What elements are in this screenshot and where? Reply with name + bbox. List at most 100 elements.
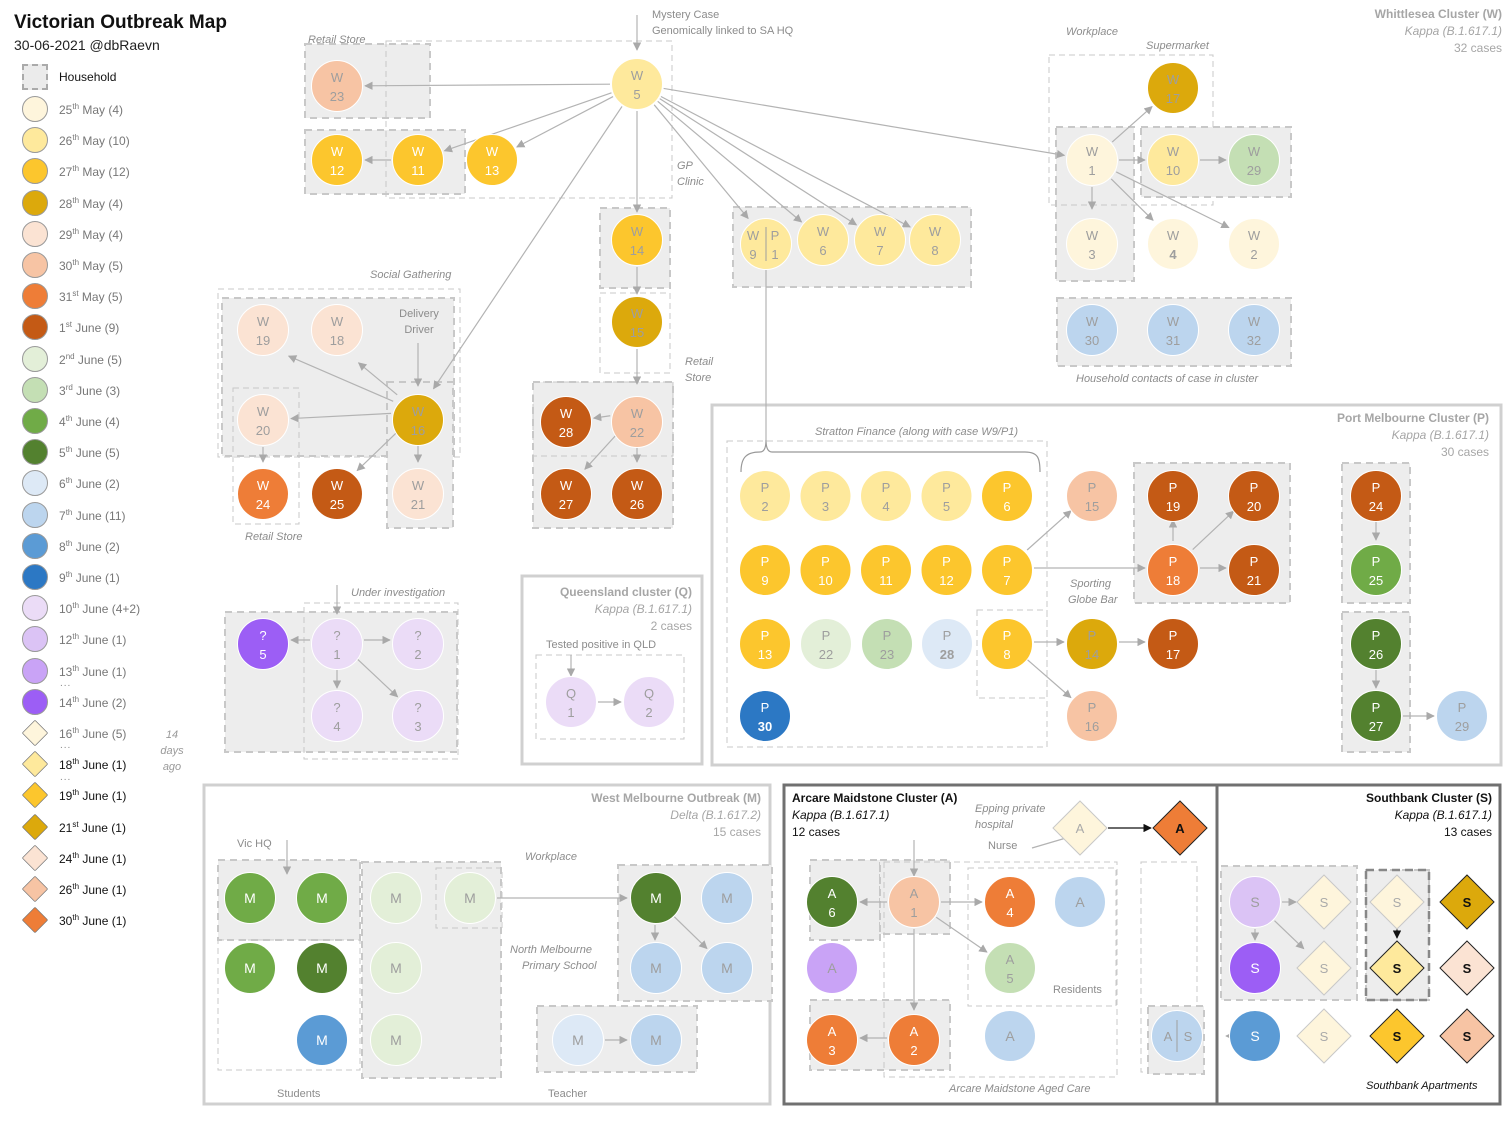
case-number: 30	[1085, 333, 1099, 348]
case-letter: P	[1088, 480, 1097, 495]
case-node	[224, 942, 276, 994]
case-letter: P	[882, 554, 891, 569]
case-number: 8	[931, 243, 938, 258]
case-letter: P	[761, 480, 770, 495]
legend-item: 9th June (1)	[20, 564, 200, 592]
legend-swatch	[22, 688, 48, 715]
legend-item: 2nd June (5)	[20, 345, 200, 374]
case-number: 7	[1003, 573, 1010, 588]
case-number: 13	[485, 163, 499, 178]
case-diamond	[1369, 1008, 1425, 1064]
case-number: 12	[939, 573, 953, 588]
cluster-variant: Kappa (B.1.617.1)	[1405, 24, 1502, 38]
case-node	[854, 214, 906, 266]
cluster-case-count: 13 cases	[1444, 825, 1492, 839]
case-letter: A	[910, 886, 919, 901]
legend-label: 21st June (1)	[59, 819, 126, 835]
transmission-arrow	[663, 87, 1066, 159]
case-node	[860, 544, 912, 596]
case-node	[1147, 304, 1199, 356]
case-number: 1	[333, 647, 340, 662]
case-letter: A	[1006, 886, 1015, 901]
case-node	[370, 1014, 422, 1066]
legend-item: 13th June (1)	[20, 657, 200, 686]
case-node	[1350, 544, 1402, 596]
case-node	[1229, 942, 1281, 994]
legend-swatch	[22, 127, 48, 154]
legend-diamond-item: 24th June (1)	[20, 844, 200, 873]
case-letter: A	[1175, 821, 1185, 836]
case-diamond	[1152, 800, 1208, 856]
case-node	[370, 942, 422, 994]
legend-label: 12th June (1)	[59, 632, 127, 648]
case-letter: ?	[259, 628, 266, 643]
case-letter: A	[1006, 952, 1015, 967]
case-number: 1	[1088, 163, 1095, 178]
case-letter: W	[1167, 228, 1180, 243]
case-diamond	[1369, 874, 1425, 930]
transmission-arrow	[592, 412, 611, 422]
case-node	[311, 60, 363, 112]
case-letter: P	[1250, 554, 1259, 569]
case-letter: W	[1086, 144, 1099, 159]
label: Household contacts of case in cluster	[1076, 373, 1260, 385]
household-box	[217, 288, 461, 458]
case-diamond	[1052, 800, 1108, 856]
legend-label: 14th June (2)	[59, 694, 127, 710]
case-node	[311, 618, 363, 670]
case-letter: W	[631, 478, 644, 493]
case-number: 31	[1166, 333, 1180, 348]
legend-label: 9th June (1)	[59, 570, 120, 585]
case-number: 2	[761, 499, 768, 514]
case-number: 4	[882, 499, 889, 514]
legend-swatch	[22, 439, 48, 466]
household-box	[232, 387, 300, 525]
transmission-arrow	[1026, 510, 1072, 551]
case-number: 23	[330, 89, 344, 104]
case-letter: W	[331, 70, 344, 85]
case-letter: P	[1372, 554, 1381, 569]
case-number: 4	[1169, 247, 1177, 262]
legend-diamond-item: 16th June (5)	[20, 719, 200, 748]
case-letter: W	[257, 314, 270, 329]
case-letter: P	[761, 628, 770, 643]
case-node	[552, 1014, 604, 1066]
case-letter: M	[390, 890, 402, 906]
legend-label: 28th May (4)	[59, 195, 124, 211]
legend-item: 5th June (5)	[20, 439, 200, 467]
case-number: 10	[1166, 163, 1180, 178]
case-number: 25	[330, 497, 344, 512]
case-letter: S	[1184, 1029, 1193, 1044]
case-letter: P	[882, 480, 891, 495]
case-letter: M	[390, 1032, 402, 1048]
household-box	[1048, 54, 1214, 206]
transmission-arrow	[443, 92, 612, 153]
stratton-brace	[740, 439, 1041, 473]
case-node	[311, 690, 363, 742]
case-number: 11	[411, 163, 425, 178]
cluster-variant: Kappa (B.1.617.1)	[1392, 428, 1489, 442]
case-letter: P	[1250, 480, 1259, 495]
case-letter: A	[828, 886, 837, 901]
case-number: 15	[630, 325, 644, 340]
case-node	[1054, 876, 1106, 928]
transmission-arrow	[357, 362, 398, 396]
case-node	[981, 470, 1033, 522]
case-node	[981, 544, 1033, 596]
case-number: 19	[1166, 499, 1180, 514]
transmission-arrow	[1026, 659, 1072, 699]
case-node	[909, 214, 961, 266]
case-letter: M	[650, 1032, 662, 1048]
case-number: 28	[559, 425, 573, 440]
label: Epping private	[975, 803, 1045, 815]
legend-item: 26th May (10)	[20, 127, 200, 155]
case-number: 27	[1369, 719, 1383, 734]
label: Workplace	[525, 851, 577, 863]
case-letter: W	[631, 306, 644, 321]
case-node	[860, 470, 912, 522]
household-box	[303, 602, 459, 760]
legend-swatch	[21, 813, 49, 840]
transmission-arrow	[364, 81, 611, 90]
case-number: 23	[880, 647, 894, 662]
legend-item: 28th May (4)	[20, 189, 200, 218]
